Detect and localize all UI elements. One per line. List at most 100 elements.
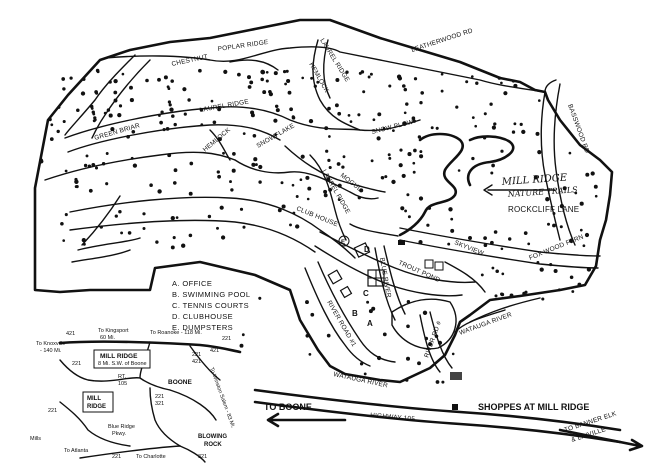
inset-blowing: BLOWING bbox=[198, 434, 227, 440]
tree-dot bbox=[216, 226, 219, 230]
road-label-hemlock-lower: HEMLOCK bbox=[202, 126, 233, 153]
tree-dot bbox=[490, 240, 494, 245]
tree-dot bbox=[468, 236, 472, 240]
tree-dot bbox=[129, 98, 134, 103]
tree-dot bbox=[308, 353, 312, 356]
tree-dot bbox=[207, 214, 212, 219]
legend-swimming-pool: B. SWIMMING POOL bbox=[172, 290, 251, 299]
tree-dot bbox=[308, 118, 314, 124]
tree-dot bbox=[291, 183, 295, 187]
trail-label-mill-ridge: MILL RIDGE bbox=[500, 172, 568, 188]
tree-dot bbox=[537, 99, 541, 102]
tree-dot bbox=[282, 69, 287, 74]
tree-dot bbox=[80, 91, 86, 96]
facility-d: D bbox=[364, 245, 370, 254]
tree-dot bbox=[493, 230, 498, 234]
tree-dot bbox=[470, 75, 474, 78]
tree-dot bbox=[57, 105, 61, 109]
tree-dot bbox=[175, 216, 179, 219]
tree-dot bbox=[418, 240, 423, 245]
tree-dot bbox=[69, 76, 73, 80]
tree-dot bbox=[120, 231, 124, 235]
tree-dot bbox=[403, 87, 408, 92]
tree-dot bbox=[94, 166, 99, 170]
tree-dot bbox=[391, 179, 396, 185]
tree-dot bbox=[326, 333, 331, 338]
inset-boone: BOONE bbox=[168, 379, 193, 386]
tree-dot bbox=[495, 269, 499, 273]
tree-dot bbox=[258, 180, 262, 184]
tree-dot bbox=[172, 236, 176, 240]
facilities bbox=[327, 240, 462, 410]
tree-dot bbox=[582, 244, 586, 248]
tree-dot bbox=[494, 294, 498, 298]
tree-dot bbox=[284, 82, 287, 86]
tree-dot bbox=[250, 113, 255, 118]
tree-dot bbox=[92, 112, 96, 116]
tree-dot bbox=[417, 135, 422, 139]
tree-dot bbox=[370, 159, 374, 163]
tree-dot bbox=[295, 224, 300, 229]
tree-dot bbox=[474, 124, 478, 128]
tree-dot bbox=[323, 189, 328, 194]
tree-dot bbox=[493, 122, 497, 126]
tree-dot bbox=[406, 299, 411, 304]
tree-dot bbox=[167, 87, 171, 91]
tree-dot bbox=[239, 207, 244, 211]
tree-dot bbox=[407, 152, 412, 157]
tree-dot bbox=[114, 214, 118, 218]
road-label-club-house: CLUB HOUSE bbox=[295, 205, 339, 228]
tree-dot bbox=[189, 161, 194, 166]
tree-dot bbox=[451, 352, 455, 356]
tree-dot bbox=[557, 288, 561, 292]
tree-dot bbox=[142, 212, 146, 216]
tree-dot bbox=[569, 275, 574, 280]
tree-dot bbox=[56, 129, 60, 134]
road-label-laurel-ridge-mid: LAUREL RIDGE bbox=[199, 98, 250, 114]
tree-dot bbox=[285, 69, 289, 73]
tree-dot bbox=[49, 137, 54, 141]
inset-to-roanoke: To Roanoke - 118 Mi. bbox=[150, 330, 202, 336]
tree-dot bbox=[440, 72, 444, 76]
tree-dot bbox=[553, 269, 558, 273]
tree-dot bbox=[440, 89, 444, 93]
tree-dot bbox=[277, 208, 282, 213]
trail-label-nature-trails: NATURE TRAILS bbox=[507, 185, 579, 199]
tree-dot bbox=[549, 263, 553, 267]
tree-dot bbox=[519, 122, 523, 126]
tree-dot bbox=[552, 212, 556, 215]
tree-dot bbox=[231, 168, 236, 173]
tree-dot bbox=[171, 114, 175, 118]
tree-dot bbox=[168, 103, 172, 107]
tree-dot bbox=[64, 169, 68, 173]
tree-dot bbox=[281, 204, 286, 209]
tree-dot bbox=[301, 76, 305, 80]
tree-dot bbox=[471, 116, 475, 119]
inset-to-winston-salem: To Winston Salem - 83 Mi. bbox=[208, 367, 236, 430]
tree-dot bbox=[126, 134, 130, 139]
inset-rt: RT. bbox=[118, 374, 127, 380]
tree-dot bbox=[316, 80, 320, 84]
tree-dot bbox=[273, 118, 278, 123]
tree-dot bbox=[363, 372, 367, 376]
tree-dot bbox=[334, 103, 339, 108]
tree-dot bbox=[336, 162, 341, 166]
road-label-chestnut: CHESTNUT bbox=[171, 53, 209, 68]
tree-dot bbox=[547, 222, 550, 226]
tree-dot bbox=[366, 300, 370, 304]
tree-dot bbox=[349, 120, 353, 123]
road-label-poplar-ridge: POPLAR RIDGE bbox=[217, 39, 269, 53]
tree-dot bbox=[94, 118, 97, 122]
property-boundary bbox=[33, 18, 614, 384]
tree-dot bbox=[87, 164, 92, 169]
legend-dumpsters: E. DUMPSTERS bbox=[172, 323, 233, 332]
tree-dot bbox=[359, 188, 364, 193]
inset-rock: ROCK bbox=[204, 442, 222, 448]
road-label-snow-plow: SNOW PLOW bbox=[371, 119, 415, 136]
tree-dot bbox=[187, 98, 191, 102]
tree-dot bbox=[90, 106, 94, 110]
tree-dot bbox=[400, 206, 405, 211]
tree-dot bbox=[435, 126, 439, 130]
tree-dot bbox=[223, 69, 228, 74]
inset-knoxville-dist: - 140 Mi. bbox=[40, 348, 62, 354]
